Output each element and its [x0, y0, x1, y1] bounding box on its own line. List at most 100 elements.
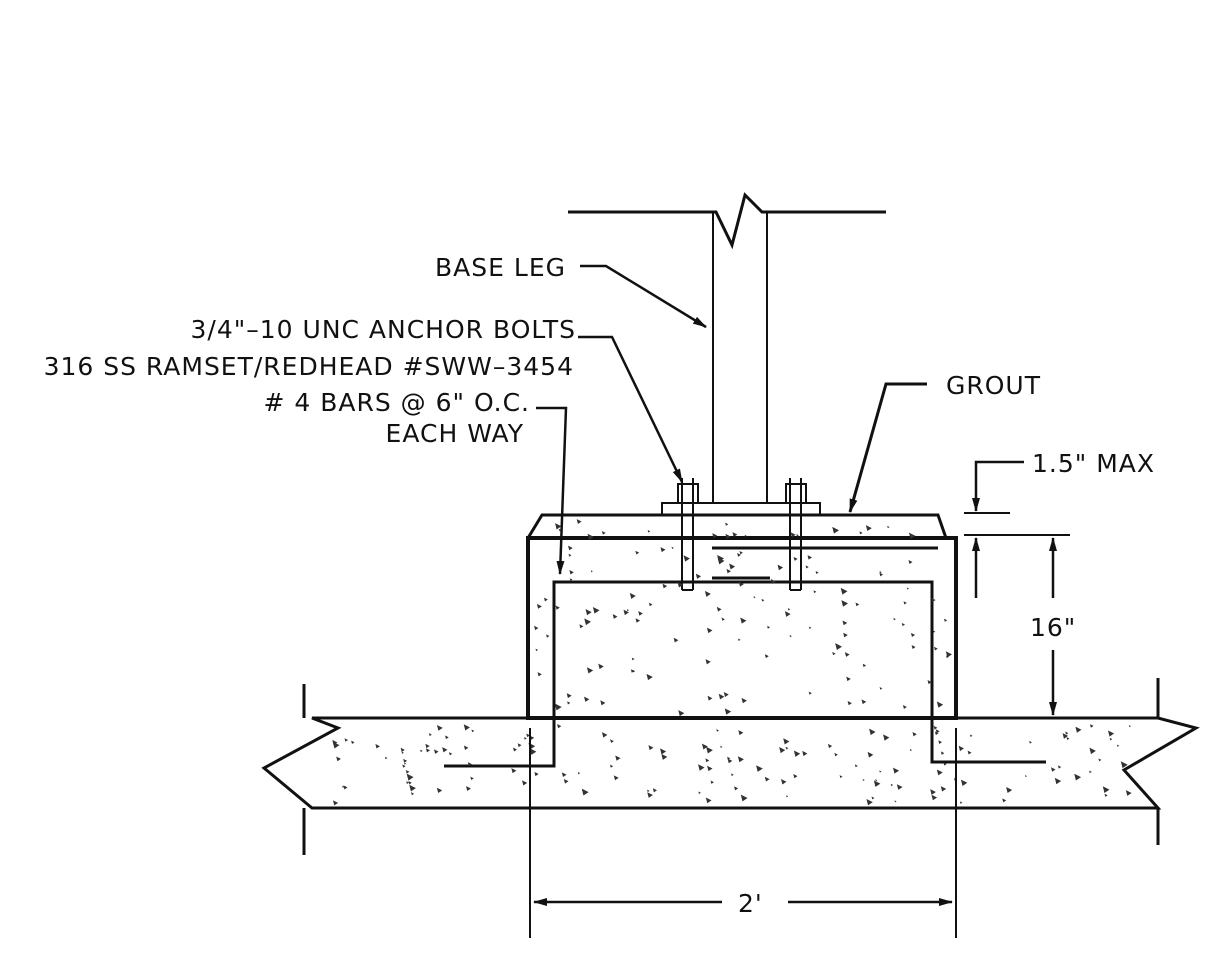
aggregate-speck [807, 555, 812, 560]
aggregate-speck [727, 758, 733, 764]
aggregate-speck [554, 703, 562, 711]
aggregate-speck [943, 762, 947, 766]
aggregate-speck [555, 605, 560, 610]
aggregate-speck [712, 533, 718, 539]
aggregate-speck [967, 750, 972, 755]
aggregate-speck [740, 794, 748, 802]
aggregate-speck [717, 554, 725, 562]
aggregate-speck [705, 758, 710, 763]
aggregate-speck [336, 756, 341, 762]
aggregate-speck [808, 691, 812, 695]
aggregate-speck [1089, 724, 1094, 728]
aggregate-speck [705, 797, 712, 804]
aggregate-speck [959, 801, 963, 804]
aggregate-speck [930, 789, 936, 795]
grout-label: GROUT [946, 371, 1041, 400]
aggregate-speck [436, 724, 443, 731]
aggregate-speck [934, 731, 939, 736]
aggregate-speck [544, 597, 548, 602]
aggregate-speck [790, 532, 796, 538]
aggregate-speck [1054, 777, 1062, 785]
aggregate-speck [879, 687, 883, 690]
aggregate-speck [601, 732, 608, 738]
aggregate-speck [466, 786, 471, 791]
aggregate-speck [854, 764, 858, 768]
aggregate-speck [738, 730, 744, 736]
aggregate-speck [887, 525, 890, 529]
aggregate-speck [425, 748, 431, 753]
aggregate-speck [723, 692, 729, 697]
aggregate-speck [808, 626, 812, 629]
concrete-slab [261, 716, 1200, 810]
aggregate-speck [647, 530, 651, 533]
aggregate-speck [931, 794, 938, 801]
aggregate-speck [408, 781, 412, 785]
aggregate-speck [569, 578, 573, 581]
aggregate-speck [343, 785, 348, 790]
aggregate-speck [1065, 731, 1069, 735]
anchor-bolts-leader [578, 335, 684, 483]
aggregate-speck [753, 596, 756, 599]
aggregate-speck [969, 734, 973, 738]
aggregate-speck [420, 749, 423, 753]
aggregate-speck [931, 597, 936, 603]
aggregate-speck [401, 751, 404, 754]
aggregate-speck [779, 747, 786, 754]
aggregate-speck [701, 743, 708, 750]
aggregate-speck [910, 632, 916, 637]
aggregate-speck [647, 789, 650, 793]
aggregate-speck [648, 602, 653, 607]
bars-label: # 4 BARS @ 6" O.C. [264, 388, 531, 417]
aggregate-speck [695, 573, 702, 579]
aggregate-speck [1057, 765, 1062, 769]
aggregate-speck [1002, 798, 1007, 803]
aggregate-speck [631, 657, 635, 661]
aggregate-speck [859, 531, 863, 535]
aggregate-speck [332, 741, 340, 749]
aggregate-speck [901, 622, 905, 627]
aggregate-speck [729, 563, 736, 570]
aggregate-speck [933, 725, 938, 730]
aggregate-speck [351, 740, 355, 744]
aggregate-speck [537, 672, 542, 677]
aggregate-speck [777, 564, 784, 571]
aggregate-speck [511, 768, 517, 774]
aggregate-speck [902, 705, 907, 709]
aggregate-speck [938, 740, 943, 745]
aggregate-speck [534, 625, 539, 631]
aggregate-speck [805, 565, 809, 569]
aggregate-speck [784, 611, 791, 617]
aggregate-speck [1116, 744, 1120, 747]
each-way-label: EACH WAY [386, 419, 524, 448]
aggregate-speck [865, 525, 872, 532]
aggregate-speck [705, 659, 711, 665]
aggregate-speck [909, 748, 913, 752]
aggregate-speck [738, 638, 741, 642]
aggregate-speck [706, 746, 713, 754]
aggregate-speck [710, 780, 714, 784]
aggregate-speck [793, 750, 801, 757]
aggregate-speck [936, 769, 943, 776]
aggregate-speck [706, 627, 713, 634]
aggregate-speck [405, 769, 410, 774]
aggregate-speck [581, 788, 589, 796]
grout-max-label: 1.5" MAX [1032, 449, 1155, 478]
aggregate-speck [734, 786, 739, 791]
aggregate-speck [827, 743, 833, 749]
aggregate-speck [428, 733, 432, 737]
aggregate-speck [517, 743, 522, 748]
aggregate-speck [1074, 773, 1082, 781]
aggregate-speck [1102, 786, 1110, 793]
aggregate-speck [875, 779, 878, 782]
aggregate-speck [707, 695, 713, 701]
aggregate-speck [463, 745, 469, 750]
aggregate-speck [566, 693, 572, 699]
anchor-bolt-right [785, 478, 807, 591]
aggregate-speck [731, 773, 734, 777]
aggregate-speck [409, 784, 416, 792]
aggregate-speck [724, 708, 732, 715]
aggregate-speck [802, 750, 808, 757]
aggregate-speck [767, 625, 771, 629]
aggregate-speck [764, 776, 770, 782]
width-dim-label: 2' [738, 889, 763, 918]
